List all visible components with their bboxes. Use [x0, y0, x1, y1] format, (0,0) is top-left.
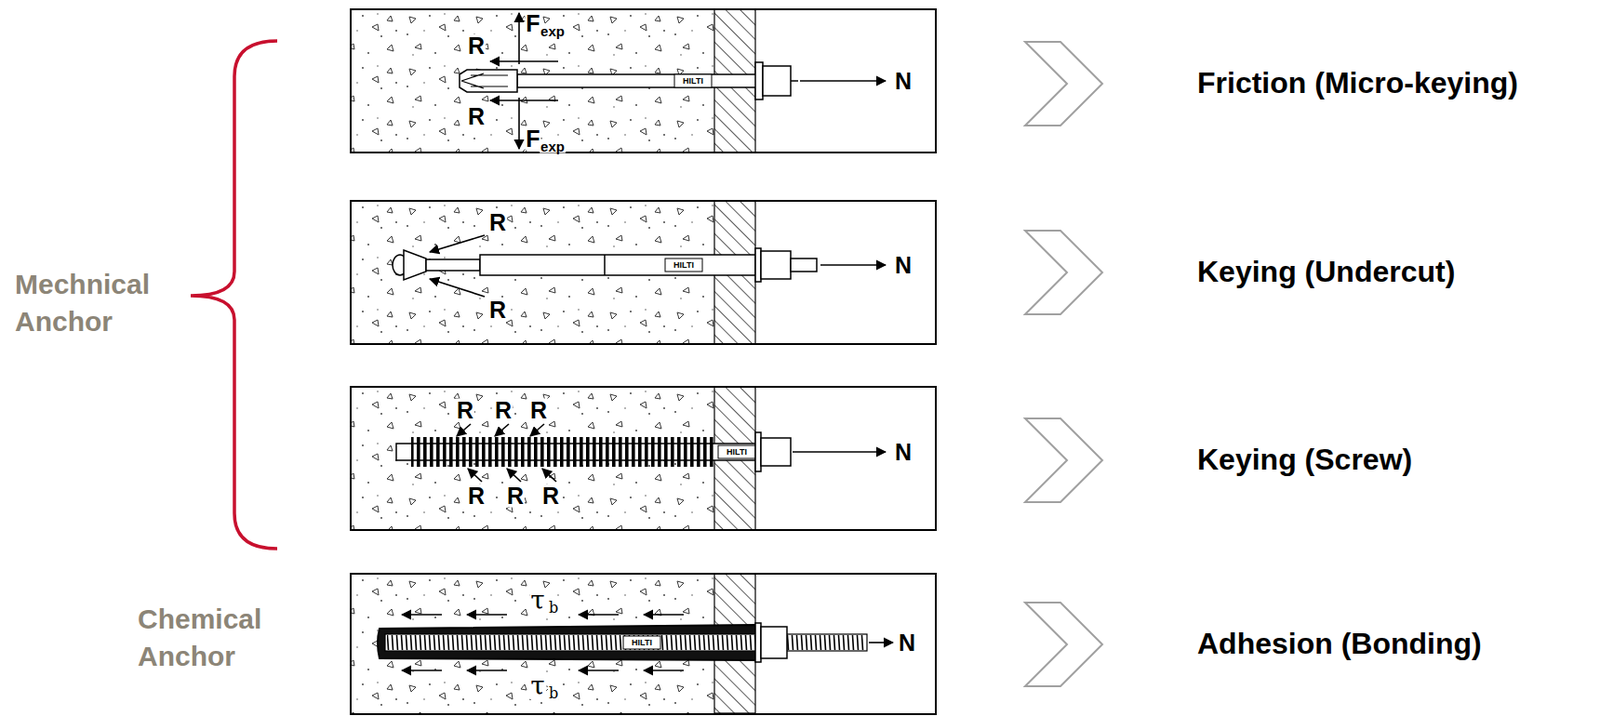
- reaction-label: R: [455, 399, 475, 423]
- expansion-anchor: [350, 9, 886, 153]
- anchor-panel: FexpRRFexpHILTIN: [349, 8, 937, 154]
- load-label: N: [893, 253, 913, 278]
- reaction-label: R: [541, 484, 560, 508]
- bond-stress-label: τ: [529, 673, 547, 700]
- force-label: F: [524, 127, 541, 151]
- reaction-label: R: [466, 105, 486, 129]
- force-subscript: exp: [539, 139, 566, 154]
- load-label: N: [893, 69, 913, 94]
- undercut-anchor: [350, 200, 886, 345]
- bond-stress-subscript: b: [547, 686, 560, 702]
- group-bracket: [190, 40, 278, 549]
- mechanism-label: Friction (Micro-keying): [1197, 63, 1519, 104]
- mechanism-label: Adhesion (Bonding): [1197, 624, 1482, 665]
- reaction-label: R: [466, 34, 486, 58]
- reaction-label: R: [488, 298, 507, 322]
- brand-logo: HILTI: [672, 261, 695, 270]
- mechanism-label: Keying (Screw): [1197, 440, 1413, 480]
- brand-logo: HILTI: [725, 448, 748, 457]
- chevron-arrows: [1025, 41, 1103, 687]
- load-label: N: [893, 440, 913, 465]
- brand-logo: HILTI: [681, 77, 705, 86]
- force-subscript: exp: [539, 24, 566, 39]
- mechanism-label: Keying (Undercut): [1197, 252, 1455, 293]
- reaction-label: R: [466, 484, 486, 508]
- chemical-anchor: [350, 573, 894, 714]
- brand-logo: HILTI: [630, 639, 654, 648]
- screw-anchor: [350, 386, 886, 531]
- reaction-label: R: [488, 211, 507, 235]
- anchor-panel: R R HILTI N: [349, 200, 937, 346]
- load-label: N: [897, 631, 917, 655]
- anchor-panel: RRRRRRHILTIN: [349, 386, 937, 532]
- bond-stress-subscript: b: [547, 600, 560, 616]
- reaction-label: R: [529, 399, 548, 423]
- force-label: F: [524, 12, 541, 36]
- reaction-label: R: [506, 484, 525, 508]
- anchor-panel: τbτbHILTIN: [349, 573, 937, 716]
- reaction-label: R: [493, 399, 513, 423]
- group-label: Mechnical Anchor: [14, 266, 183, 342]
- group-label: Chemical Anchor: [137, 600, 306, 677]
- bond-stress-label: τ: [529, 587, 547, 614]
